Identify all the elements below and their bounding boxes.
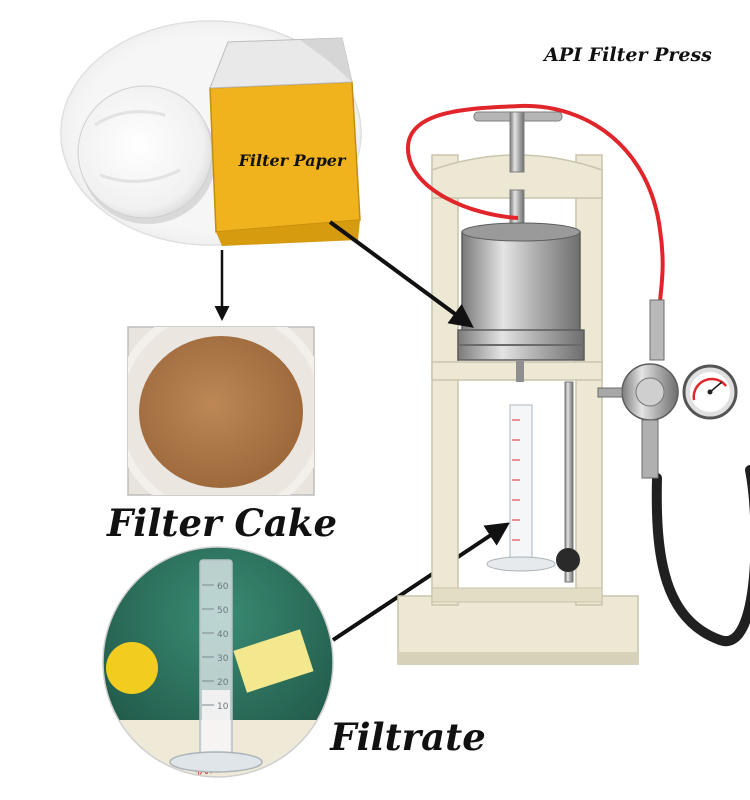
cylinder-tick-label: 10 <box>217 702 229 712</box>
filter-paper-inset: Filter Paper <box>60 20 362 246</box>
pressure-regulator <box>597 299 679 479</box>
filter-cake-inset <box>127 326 315 496</box>
filter-cake-label: Filter Cake <box>106 501 337 545</box>
filtrate-label: Filtrate <box>329 715 486 759</box>
arrow-paper-to-cell <box>328 220 474 328</box>
filter-press <box>397 103 750 665</box>
cylinder-marks: 60 50 40 30 20 10 <box>202 582 229 712</box>
pressure-gauge <box>682 364 738 420</box>
diagram-title: API Filter Press <box>542 44 712 66</box>
cylinder-tick-label: 20 <box>217 678 229 688</box>
filter-paper-label: Filter Paper <box>238 151 347 170</box>
filter-paper-box <box>209 37 361 246</box>
arrow-filtrate-to-cylinder <box>331 522 510 642</box>
mud-cell <box>457 222 585 382</box>
gas-line <box>405 103 665 306</box>
gas-hose <box>651 465 750 647</box>
cylinder-tick-label: 30 <box>217 654 229 664</box>
cylinder-tick-label: 60 <box>217 582 229 592</box>
press-graduated-cylinder <box>486 404 556 572</box>
cylinder-tick-label: 40 <box>217 630 229 640</box>
cylinder-tick-label: 50 <box>217 606 229 616</box>
filter-cake-disc <box>139 336 303 488</box>
